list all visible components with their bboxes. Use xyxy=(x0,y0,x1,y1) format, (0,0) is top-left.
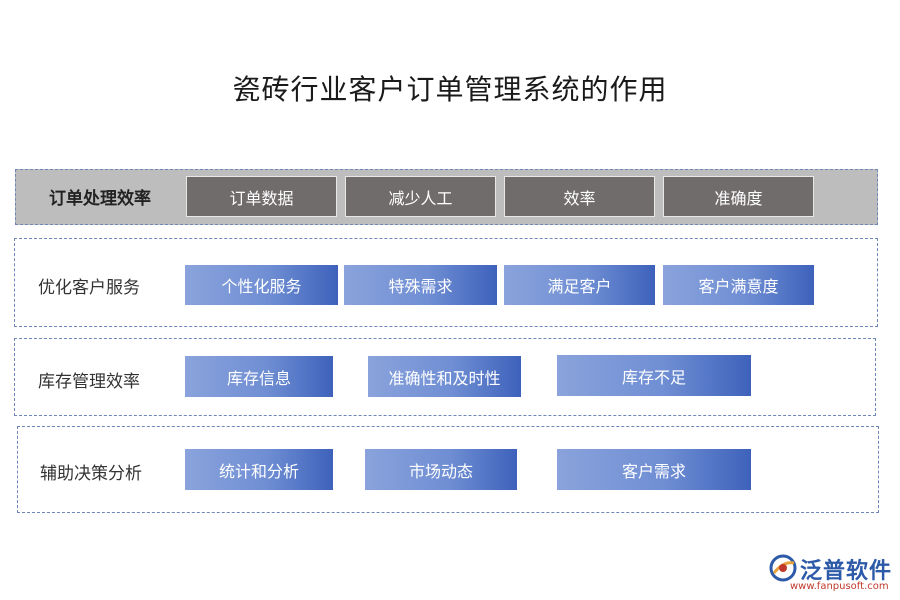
item-box: 准确度 xyxy=(663,176,814,217)
item-box: 客户满意度 xyxy=(663,265,814,305)
item-box: 客户需求 xyxy=(557,449,751,490)
logo-url: www.fanpusoft.com xyxy=(790,581,889,592)
row-label: 辅助决策分析 xyxy=(40,464,142,484)
row-label: 优化客户服务 xyxy=(38,278,140,298)
row-label: 订单处理效率 xyxy=(49,189,151,209)
page-title: 瓷砖行业客户订单管理系统的作用 xyxy=(232,73,668,106)
logo-name: 泛普软件 xyxy=(800,559,893,584)
item-box: 特殊需求 xyxy=(344,265,497,305)
row-customer-service: 优化客户服务 个性化服务 特殊需求 满足客户 客户满意度 xyxy=(14,238,878,327)
item-box: 个性化服务 xyxy=(185,265,338,305)
brand-logo: 泛普软件 www.fanpusoft.com xyxy=(768,553,898,597)
item-box: 订单数据 xyxy=(186,176,337,217)
item-box: 减少人工 xyxy=(345,176,496,217)
row-inventory-efficiency: 库存管理效率 库存信息 准确性和及时性 库存不足 xyxy=(14,338,876,416)
row-order-efficiency: 订单处理效率 订单数据 减少人工 效率 准确度 xyxy=(15,169,878,225)
row-label: 库存管理效率 xyxy=(38,372,140,392)
item-box: 统计和分析 xyxy=(185,449,333,490)
item-box: 市场动态 xyxy=(365,449,517,490)
item-box: 库存信息 xyxy=(185,356,333,397)
item-box: 准确性和及时性 xyxy=(368,356,521,397)
item-box: 库存不足 xyxy=(557,355,751,396)
fanpu-logo-icon xyxy=(769,554,797,582)
item-box: 效率 xyxy=(504,176,655,217)
item-box: 满足客户 xyxy=(504,265,655,305)
row-decision-analysis: 辅助决策分析 统计和分析 市场动态 客户需求 xyxy=(17,426,879,513)
